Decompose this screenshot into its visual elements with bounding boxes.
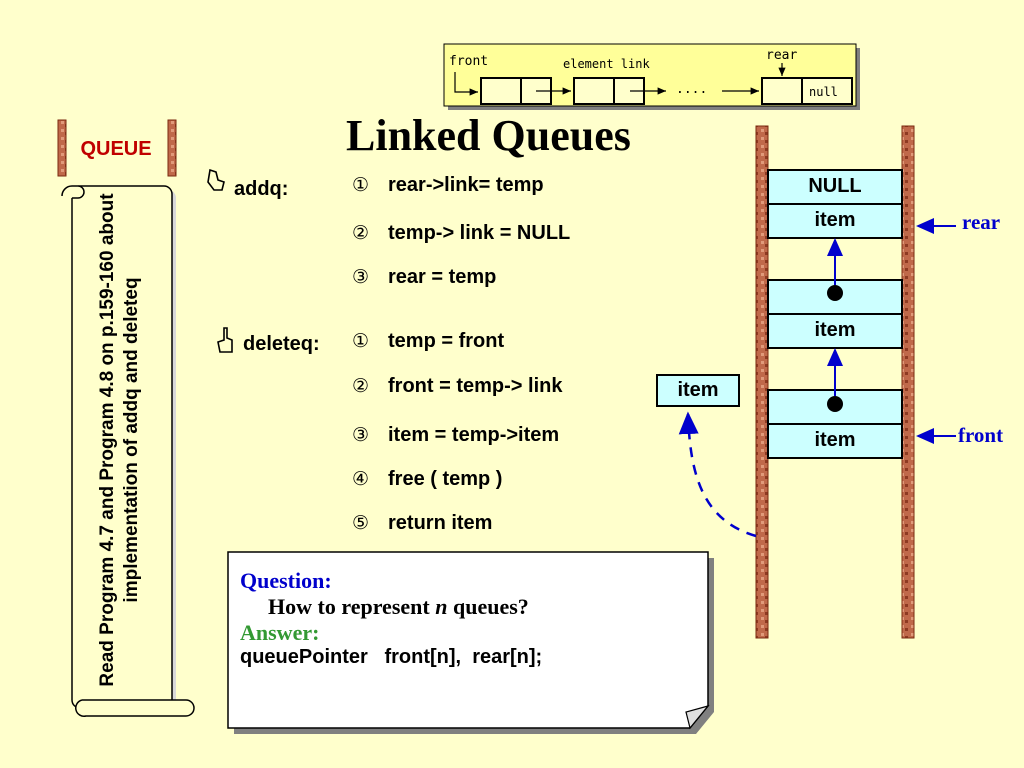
- front-label: front: [958, 423, 1004, 447]
- question-post: queues?: [447, 594, 529, 619]
- step-text: temp-> link = NULL: [388, 222, 571, 244]
- step-text: temp = front: [388, 330, 505, 352]
- queue-right-bar: [167, 119, 177, 177]
- step-number: ③: [352, 424, 370, 446]
- top-front-label: front: [449, 54, 489, 69]
- rear-label: rear: [962, 210, 1001, 234]
- step-number: ③: [352, 266, 370, 288]
- hand-up-icon: [217, 327, 233, 353]
- cell-item-front-label: item: [814, 429, 856, 451]
- top-linked-list-diagram: [443, 43, 860, 110]
- deleteq-step-3: ③ item = temp->item: [352, 424, 559, 447]
- step-number: ①: [352, 330, 370, 352]
- question-label: Question:: [240, 568, 332, 593]
- step-text: rear->link= temp: [388, 174, 544, 196]
- deleteq-step-1: ① temp = front: [352, 330, 504, 353]
- step-number: ④: [352, 468, 370, 490]
- question-pre: How to represent: [268, 594, 436, 619]
- cell-null-label: NULL: [808, 175, 862, 197]
- step-text: front = temp-> link: [388, 375, 563, 397]
- queue-label: QUEUE: [80, 138, 152, 160]
- pointing-hand-icon: [207, 168, 225, 191]
- addq-step-2: ② temp-> link = NULL: [352, 222, 570, 245]
- addq-label: addq:: [234, 178, 289, 200]
- step-text: free ( temp ): [388, 468, 503, 490]
- scroll-icon: [61, 185, 195, 717]
- page-title: Linked Queues: [346, 111, 631, 160]
- deleteq-step-2: ② front = temp-> link: [352, 375, 562, 398]
- deleteq-label: deleteq:: [243, 333, 320, 355]
- qa-content: Question: How to represent n queues? Ans…: [240, 568, 680, 669]
- question-var: n: [435, 594, 448, 619]
- top-element-link-label: element link: [563, 57, 650, 71]
- deleteq-step-4: ④ free ( temp ): [352, 468, 502, 491]
- cell-item-middle-label: item: [814, 319, 856, 341]
- top-dots-label: ....: [676, 82, 708, 97]
- answer-label: Answer:: [240, 620, 320, 645]
- queue-nodes: [767, 169, 903, 459]
- deleteq-step-5: ⑤ return item: [352, 512, 492, 535]
- left-rail: [755, 125, 769, 639]
- step-number: ②: [352, 375, 370, 397]
- step-number: ①: [352, 174, 370, 196]
- answer-code: queuePointer front[n], rear[n];: [240, 646, 543, 668]
- step-text: item = temp->item: [388, 424, 560, 446]
- top-rear-label: rear: [766, 48, 798, 63]
- addq-step-1: ① rear->link= temp: [352, 174, 544, 197]
- cell-item-rear-label: item: [814, 209, 856, 231]
- queue-left-bar: [57, 119, 67, 177]
- top-null-label: null: [809, 85, 838, 99]
- qa-card: [227, 551, 714, 734]
- step-number: ②: [352, 222, 370, 244]
- addq-step-3: ③ rear = temp: [352, 266, 496, 289]
- step-text: return item: [388, 512, 493, 534]
- removed-item-box: item: [656, 374, 740, 407]
- step-number: ⑤: [352, 512, 370, 534]
- right-rail: [901, 125, 915, 639]
- scroll-note: Read Program 4.7 and Program 4.8 on p.15…: [97, 193, 142, 687]
- question-text: How to represent n queues?: [240, 594, 680, 620]
- folded-corner-icon: [685, 704, 710, 730]
- step-text: rear = temp: [388, 266, 497, 288]
- dequeue-dashed-arrow: [678, 411, 757, 538]
